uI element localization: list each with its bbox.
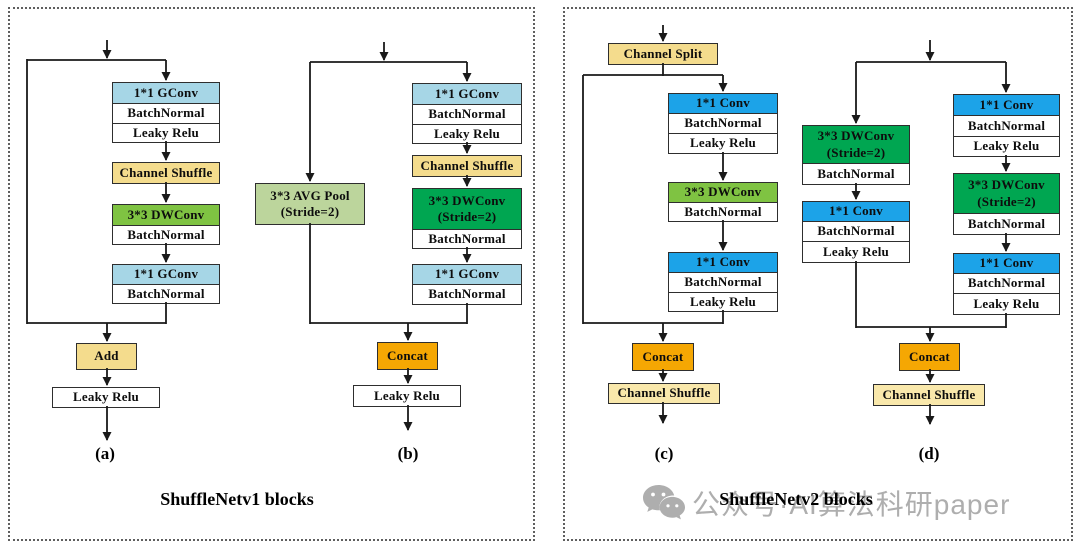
node-d-dwconv-right: 3*3 DWConv (Stride=2)BatchNormal [953, 173, 1060, 235]
diagram-label-d: (d) [918, 444, 940, 463]
node-a-gconv2-row-0: 1*1 GConv [113, 265, 219, 284]
node-c-conv2-row-0: 1*1 Conv [669, 253, 777, 272]
node-a-relu: Leaky Relu [52, 387, 160, 408]
node-d-conv1-right-row-2: Leaky Relu [954, 136, 1059, 156]
node-c-concat-row-0: Concat [633, 344, 693, 370]
panel-shufflenetv1 [8, 7, 535, 541]
node-b-dwconv: 3*3 DWConv (Stride=2)BatchNormal [412, 188, 522, 249]
node-d-conv-left-row-1: BatchNormal [803, 221, 909, 241]
node-b-concat: Concat [377, 342, 438, 370]
node-d-conv2-right-row-0: 1*1 Conv [954, 254, 1059, 273]
node-c-split-row-0: Channel Split [609, 44, 717, 64]
node-a-dwconv-row-1: BatchNormal [113, 225, 219, 244]
node-b-shuffle: Channel Shuffle [412, 155, 522, 177]
node-d-dwconv-left-row-0: 3*3 DWConv (Stride=2) [803, 126, 909, 163]
node-a-shuffle-row-0: Channel Shuffle [113, 163, 219, 183]
diagram-label-c: (c) [654, 444, 674, 463]
node-a-gconv1-row-1: BatchNormal [113, 103, 219, 123]
node-c-shuffle: Channel Shuffle [608, 383, 720, 404]
node-d-dwconv-right-row-1: BatchNormal [954, 213, 1059, 234]
node-b-relu-row-0: Leaky Relu [354, 386, 460, 406]
node-c-dwconv-row-0: 3*3 DWConv [669, 183, 777, 202]
node-d-conv-left-row-2: Leaky Relu [803, 241, 909, 262]
node-b-avgpool-row-0: 3*3 AVG Pool (Stride=2) [256, 184, 364, 224]
node-a-gconv1-row-2: Leaky Relu [113, 123, 219, 142]
node-d-conv1-right-row-1: BatchNormal [954, 115, 1059, 136]
diagram-label-a: (a) [95, 444, 115, 463]
node-b-gconv2-row-1: BatchNormal [413, 284, 521, 304]
panel-title-shufflenetv2: ShuffleNetv2 blocks [719, 489, 873, 509]
node-d-dwconv-left: 3*3 DWConv (Stride=2)BatchNormal [802, 125, 910, 185]
node-b-shuffle-row-0: Channel Shuffle [413, 156, 521, 176]
node-c-conv1-row-0: 1*1 Conv [669, 94, 777, 113]
panel-shufflenetv2 [563, 7, 1073, 541]
node-d-shuffle: Channel Shuffle [873, 384, 985, 406]
node-b-avgpool: 3*3 AVG Pool (Stride=2) [255, 183, 365, 225]
node-b-relu: Leaky Relu [353, 385, 461, 407]
node-a-gconv1-row-0: 1*1 GConv [113, 83, 219, 103]
node-c-shuffle-row-0: Channel Shuffle [609, 384, 719, 403]
node-a-add: Add [76, 343, 137, 370]
node-d-concat: Concat [899, 343, 960, 371]
node-a-gconv2-row-1: BatchNormal [113, 284, 219, 303]
node-d-shuffle-row-0: Channel Shuffle [874, 385, 984, 405]
node-d-conv-left-row-0: 1*1 Conv [803, 202, 909, 221]
node-d-dwconv-left-row-1: BatchNormal [803, 163, 909, 184]
node-b-concat-row-0: Concat [378, 343, 437, 369]
node-d-conv2-right-row-1: BatchNormal [954, 273, 1059, 293]
node-c-conv2-row-2: Leaky Relu [669, 292, 777, 311]
panel-title-shufflenetv1: ShuffleNetv1 blocks [160, 489, 314, 509]
node-b-gconv2-row-0: 1*1 GConv [413, 265, 521, 284]
node-b-dwconv-row-0: 3*3 DWConv (Stride=2) [413, 189, 521, 229]
node-b-gconv1-row-0: 1*1 GConv [413, 84, 521, 104]
node-b-gconv1-row-1: BatchNormal [413, 104, 521, 124]
node-d-conv1-right-row-0: 1*1 Conv [954, 95, 1059, 115]
node-c-conv1-row-2: Leaky Relu [669, 133, 777, 153]
node-a-relu-row-0: Leaky Relu [53, 388, 159, 407]
node-c-split: Channel Split [608, 43, 718, 65]
node-a-dwconv-row-0: 3*3 DWConv [113, 205, 219, 225]
node-b-gconv1-row-2: Leaky Relu [413, 124, 521, 143]
node-c-dwconv-row-1: BatchNormal [669, 202, 777, 221]
node-b-dwconv-row-1: BatchNormal [413, 229, 521, 248]
diagram-label-b: (b) [397, 444, 419, 463]
node-d-dwconv-right-row-0: 3*3 DWConv (Stride=2) [954, 174, 1059, 213]
node-d-conv2-right-row-2: Leaky Relu [954, 293, 1059, 314]
node-a-add-row-0: Add [77, 344, 136, 369]
node-c-conv1-row-1: BatchNormal [669, 113, 777, 133]
node-a-shuffle: Channel Shuffle [112, 162, 220, 184]
node-c-conv2-row-1: BatchNormal [669, 272, 777, 292]
node-d-concat-row-0: Concat [900, 344, 959, 370]
node-c-concat: Concat [632, 343, 694, 371]
